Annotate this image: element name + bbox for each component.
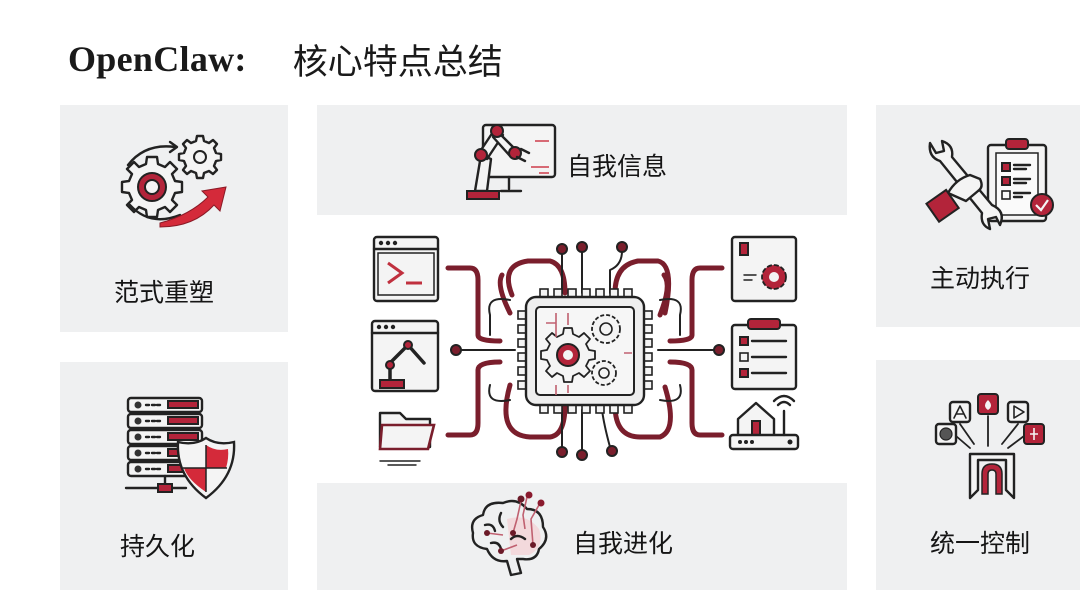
robot-window-icon: [370, 319, 440, 393]
wrench-checklist-icon: [925, 138, 1054, 231]
feature-label-self-evolve: 自我进化: [573, 529, 674, 558]
brain-circuit-icon: [470, 491, 548, 577]
feature-label-paradigm: 范式重塑: [114, 278, 215, 307]
feature-label-unified: 统一控制: [930, 529, 1031, 558]
central-circuit-diagram: [370, 235, 800, 466]
terminal-icon: [372, 235, 440, 303]
feature-card-unified: 统一控制: [876, 360, 1080, 590]
apps-funnel-icon: [934, 393, 1045, 500]
robot-arm-monitor-icon: [466, 123, 557, 200]
document-gear-icon: [730, 235, 798, 303]
title-prefix: OpenClaw:: [68, 39, 247, 79]
feature-card-self-evolve: 自我进化: [317, 483, 847, 590]
feature-card-paradigm: 范式重塑: [60, 105, 288, 332]
folder-icon: [378, 411, 436, 466]
feature-label-self-info: 自我信息: [567, 152, 668, 181]
clipboard-checklist-icon: [730, 318, 798, 391]
page-title: OpenClaw: 核心特点总结: [68, 34, 503, 84]
title-main: 核心特点总结: [292, 42, 503, 83]
feature-card-proactive: 主动执行: [876, 105, 1080, 327]
smart-home-router-icon: [728, 394, 800, 451]
gears-arrow-icon: [120, 134, 227, 228]
feature-label-proactive: 主动执行: [930, 264, 1031, 293]
feature-label-persistence: 持久化: [120, 532, 196, 561]
feature-card-self-info: 自我信息: [317, 105, 847, 215]
server-shield-icon: [124, 396, 236, 500]
chip-gears-icon: [517, 288, 653, 414]
feature-card-persistence: 持久化: [60, 362, 288, 590]
